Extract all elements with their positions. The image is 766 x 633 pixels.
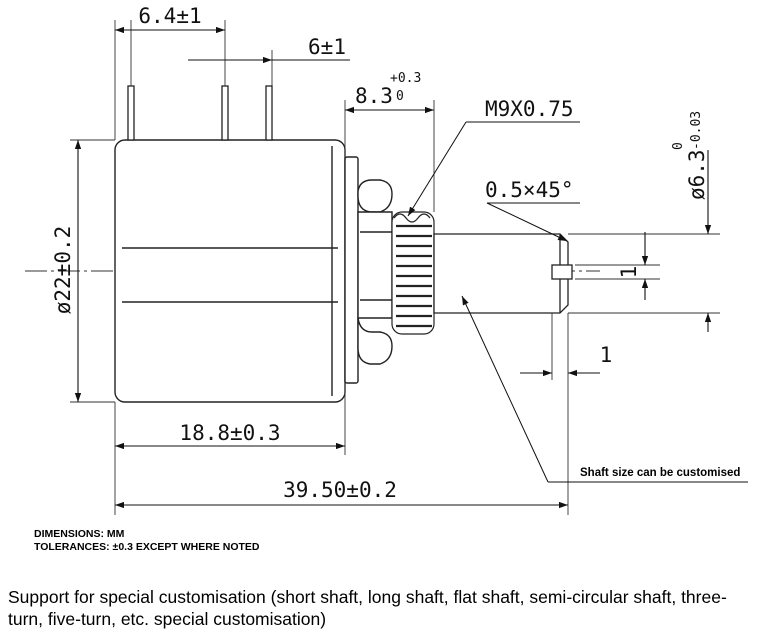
mounting-washer — [344, 156, 359, 384]
threaded-bushing — [391, 211, 435, 335]
dimension-lines — [74, 26, 712, 509]
dim-shaft-dia-tol-lower: -0.03 — [689, 111, 704, 150]
leader-lines — [407, 121, 748, 483]
dim-slot-width: 1 — [617, 266, 641, 279]
units-note: DIMENSIONS: MM — [34, 528, 125, 540]
dim-pin-spacing: 6.4±1 — [138, 4, 201, 28]
dim-slot-depth: 1 — [600, 343, 613, 367]
callout-shaft-custom: Shaft size can be customised — [580, 467, 740, 479]
dim-body-diameter: ø22±0.2 — [51, 226, 75, 315]
dim-shaft-diameter: ø6.3 — [685, 149, 709, 200]
potentiometer-body — [114, 139, 346, 403]
shaft — [433, 233, 573, 314]
dim-shaft-dia-tol-upper: 0 — [671, 142, 686, 150]
customisation-note: Support for special customisation (short… — [8, 587, 727, 629]
tolerances-note: TOLERANCES: ±0.3 EXCEPT WHERE NOTED — [34, 541, 260, 553]
dim-body-length: 18.8±0.3 — [179, 421, 280, 445]
hex-nut — [357, 179, 393, 365]
dim-bushing-tol-lower: 0 — [396, 89, 404, 104]
terminal-pins — [127, 85, 273, 141]
dim-overall-length: 39.50±0.2 — [283, 478, 397, 502]
dim-bushing-tol-upper: +0.3 — [390, 71, 421, 86]
dim-pin-spacing-2: 6±1 — [308, 35, 346, 59]
dim-chamfer: 0.5×45° — [485, 178, 574, 202]
dim-bushing-length: 8.3 — [355, 84, 393, 108]
dim-thread: M9X0.75 — [485, 97, 574, 121]
extension-lines — [70, 20, 720, 515]
